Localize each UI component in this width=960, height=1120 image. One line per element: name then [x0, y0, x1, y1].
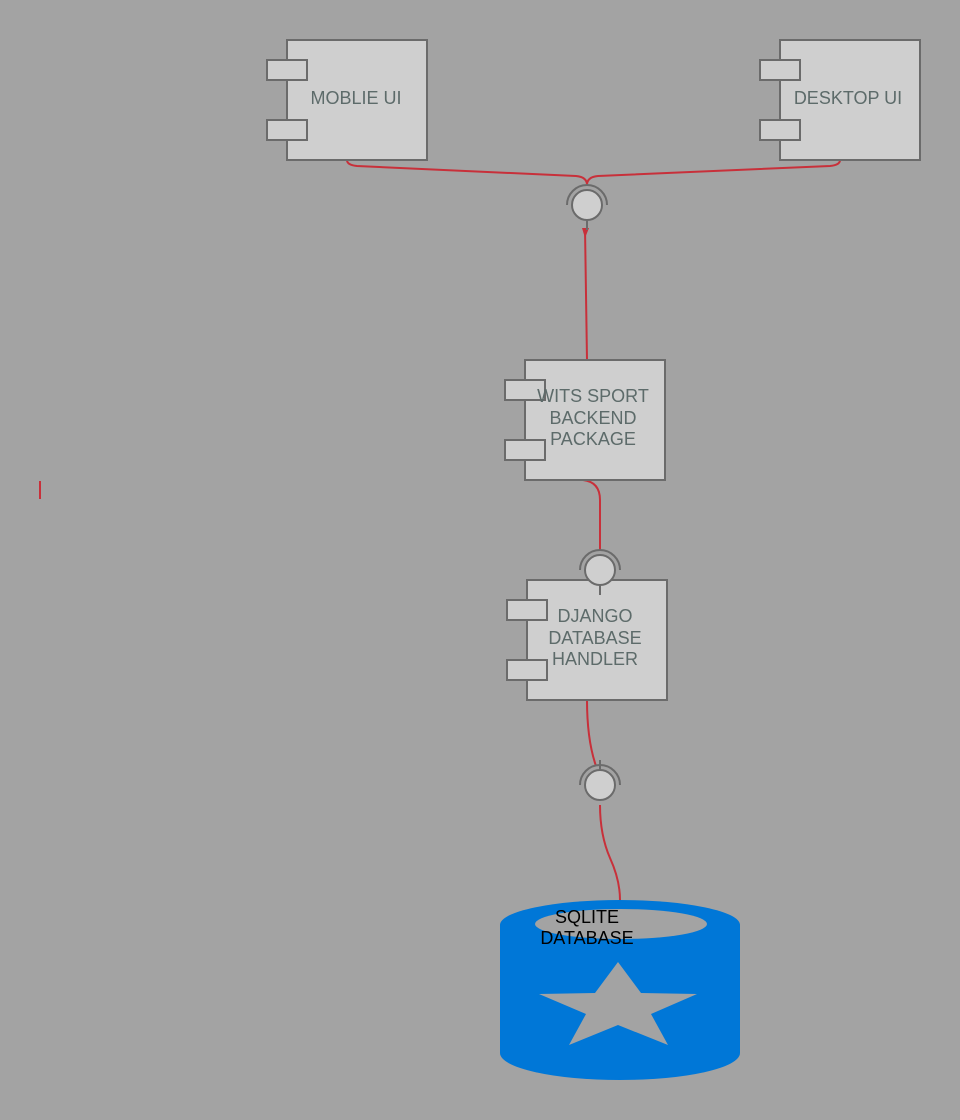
interface-ball [584, 554, 616, 586]
database-interface[interactable] [579, 760, 621, 801]
interface-ball [584, 769, 616, 801]
socket-arc [566, 184, 608, 206]
component-port-top [266, 59, 308, 81]
component-port-bottom [759, 119, 801, 141]
component-port-bottom [506, 659, 548, 681]
connector-arrowhead [582, 228, 589, 238]
connectors [39, 159, 841, 901]
component-port-bottom [504, 439, 546, 461]
backend-label-line1: WITS SPORT [537, 386, 649, 406]
mobile-ui-label: MOBLIE UI [310, 88, 401, 108]
component-port-top [504, 379, 546, 401]
connector-django-to-db-interface[interactable] [586, 699, 597, 767]
star-icon [539, 962, 697, 1045]
interface-ball [571, 189, 603, 221]
ui-interface[interactable] [566, 184, 608, 230]
database-top-highlight [535, 909, 707, 939]
component-body [779, 39, 921, 161]
component-body [526, 579, 668, 701]
component-port-top [759, 59, 801, 81]
django-label-line1: DJANGO [557, 606, 632, 626]
component-body [286, 39, 428, 161]
component-port-bottom [266, 119, 308, 141]
backend-label-line3: PACKAGE [550, 429, 636, 449]
desktop-ui-component[interactable]: DESKTOP UI [759, 39, 921, 161]
component-body [524, 359, 666, 481]
socket-arc [579, 549, 621, 571]
backend-label-line2: BACKEND [549, 408, 636, 428]
connector-backend-to-django-interface[interactable] [582, 479, 601, 550]
connector-desktop-to-interface[interactable] [586, 159, 841, 186]
component-port-top [506, 599, 548, 621]
django-interface[interactable] [579, 549, 621, 595]
django-label-line2: DATABASE [548, 628, 641, 648]
connector-interface-to-backend[interactable] [584, 227, 588, 361]
desktop-ui-label: DESKTOP UI [794, 88, 902, 108]
backend-package-component[interactable]: WITS SPORT BACKEND PACKAGE [504, 359, 666, 481]
database-label-line1: SQLITE [555, 907, 619, 927]
connector-db-interface-to-database[interactable] [599, 804, 621, 901]
connector-mobile-to-interface[interactable] [346, 159, 588, 186]
mobile-ui-component[interactable]: MOBLIE UI [266, 39, 428, 161]
django-handler-component[interactable]: DJANGO DATABASE HANDLER [506, 579, 668, 701]
database-label-line2: DATABASE [540, 928, 633, 948]
django-label-line3: HANDLER [552, 649, 638, 669]
sqlite-database[interactable]: SQLITE DATABASE [500, 900, 740, 1080]
